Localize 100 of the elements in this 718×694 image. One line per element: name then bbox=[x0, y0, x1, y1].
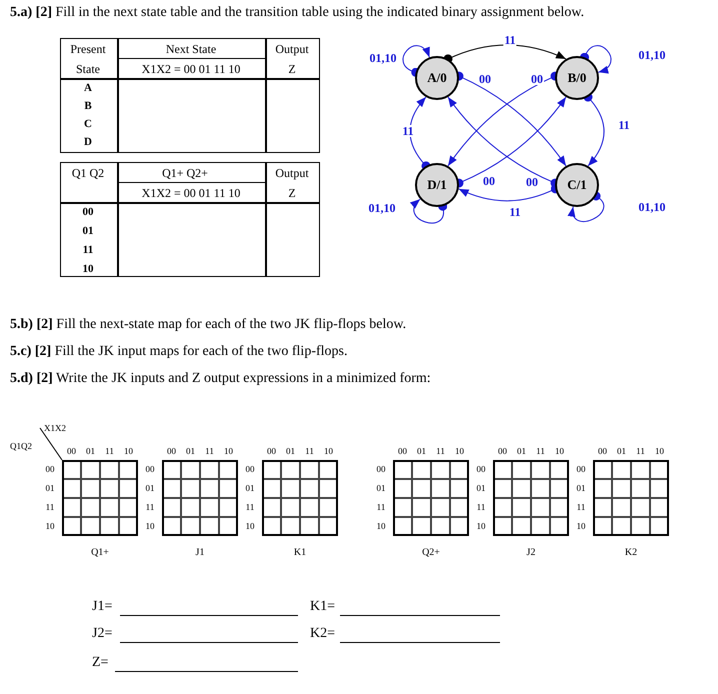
label-text: 10 bbox=[246, 522, 254, 531]
label-text: Q1Q2 bbox=[10, 442, 32, 451]
label-text: K2 bbox=[624, 548, 638, 558]
label-text: 00 bbox=[67, 447, 76, 456]
label-text: 00 bbox=[398, 447, 407, 456]
label-text: 00 bbox=[46, 465, 54, 474]
label-text: 11 bbox=[82, 245, 94, 256]
label-text: 10 bbox=[224, 447, 233, 456]
state-circle: B/0 bbox=[555, 56, 599, 100]
label-text: A bbox=[84, 83, 92, 94]
label-text: K1= bbox=[310, 600, 336, 614]
label-text: 00 bbox=[598, 447, 607, 456]
state-circle: A/0 bbox=[415, 56, 459, 100]
state-circle: D/1 bbox=[415, 163, 459, 207]
label-text: X1X2 bbox=[44, 424, 66, 433]
label-text: J1 bbox=[196, 548, 204, 558]
edge-label: 00 bbox=[478, 73, 492, 85]
label-text: D bbox=[84, 137, 92, 148]
label-text: 11 bbox=[105, 447, 114, 456]
transition-arrow bbox=[584, 92, 604, 166]
transition-arrow bbox=[580, 45, 612, 73]
label-text: 10 bbox=[476, 522, 486, 531]
label-text: 01 bbox=[82, 226, 94, 237]
label-text: 01 bbox=[376, 484, 386, 493]
edge-label: 00 bbox=[482, 175, 496, 187]
label-text: 11 bbox=[376, 503, 386, 512]
transition-arrow bbox=[410, 198, 448, 224]
label-text: 01 bbox=[286, 447, 295, 456]
label-text: State bbox=[76, 63, 100, 75]
label-text: 11 bbox=[46, 503, 54, 512]
label-text: 01 bbox=[186, 447, 195, 456]
edge-label: 11 bbox=[617, 119, 631, 131]
label-text: Q1+ Q2+ bbox=[162, 167, 208, 179]
label-text: 01 bbox=[517, 447, 526, 456]
label-text: Present bbox=[70, 43, 106, 55]
label-text: 10 bbox=[576, 522, 586, 531]
label-text: 01 bbox=[246, 484, 254, 493]
label-text: 5.d) [2] Write the JK inputs and Z output expressions in a minimized form: bbox=[10, 372, 431, 386]
label-text: 01 bbox=[576, 484, 586, 493]
label-text: 01 bbox=[417, 447, 426, 456]
label-text: 11 bbox=[205, 447, 214, 456]
label-text: 5.b) [2] Fill the next-state map for each of the two JK flip-flops below. bbox=[10, 318, 406, 332]
label-text: 00 bbox=[498, 447, 507, 456]
label-text: Next State bbox=[166, 43, 216, 55]
label-text: 5.c) [2] Fill the JK input maps for each of the two flip-flops. bbox=[10, 345, 348, 359]
label-text: K1 bbox=[294, 548, 306, 558]
transition-arrow bbox=[568, 192, 604, 222]
label-text: Q2+ bbox=[422, 548, 440, 558]
label-text: Q1 Q2 bbox=[72, 167, 104, 179]
label-text: 01 bbox=[617, 447, 626, 456]
label-text: 10 bbox=[655, 447, 664, 456]
label-text: K2= bbox=[310, 627, 336, 641]
label-text: 5.a) [2] Fill in the next state table and the transition table using the indicated binary assignment below. bbox=[10, 6, 584, 20]
label-text: Z= bbox=[92, 656, 108, 670]
edge-label: 01,10 bbox=[638, 201, 666, 213]
label-text: 11 bbox=[146, 503, 154, 512]
label-text: 10 bbox=[324, 447, 333, 456]
label-text: Output bbox=[275, 43, 309, 55]
label-text: 01 bbox=[146, 484, 154, 493]
label-text: 10 bbox=[455, 447, 464, 456]
label-text: 00 bbox=[82, 207, 94, 218]
label-text: J2= bbox=[92, 627, 112, 641]
label-text: Q1+ bbox=[91, 548, 109, 558]
edge-label: 01,10 bbox=[368, 202, 396, 214]
label-text: 10 bbox=[146, 522, 154, 531]
label-text: 11 bbox=[305, 447, 314, 456]
label-text: 00 bbox=[576, 465, 586, 474]
label-text: 11 bbox=[436, 447, 445, 456]
label-text: 10 bbox=[82, 264, 94, 275]
label-text: Z bbox=[288, 187, 296, 199]
label-text: X1X2 = 00 01 11 10 bbox=[142, 187, 240, 199]
label-text: 11 bbox=[636, 447, 645, 456]
label-text: 00 bbox=[167, 447, 176, 456]
label-text: 00 bbox=[376, 465, 386, 474]
label-text: 01 bbox=[86, 447, 95, 456]
label-text: 00 bbox=[476, 465, 486, 474]
label-text: Output bbox=[275, 167, 309, 179]
label-text: 11 bbox=[576, 503, 586, 512]
label-text: J1= bbox=[92, 600, 112, 614]
label-text: 01 bbox=[46, 484, 54, 493]
label-text: 10 bbox=[376, 522, 386, 531]
label-text: 00 bbox=[267, 447, 276, 456]
edge-label: 11 bbox=[508, 206, 522, 218]
label-text: 00 bbox=[146, 465, 154, 474]
transition-arrow bbox=[402, 45, 430, 77]
state-circle: C/1 bbox=[555, 163, 599, 207]
edge-label: 01,10 bbox=[638, 49, 666, 61]
label-text: X1X2 = 00 01 11 10 bbox=[142, 63, 240, 75]
label-text: Z bbox=[288, 63, 296, 75]
edge-label: 00 bbox=[525, 176, 539, 188]
label-text: 11 bbox=[536, 447, 545, 456]
transition-arrow bbox=[444, 44, 566, 64]
edge-label: 11 bbox=[503, 34, 517, 46]
label-text: 11 bbox=[476, 503, 486, 512]
label-text: 01 bbox=[476, 484, 486, 493]
edge-label: 11 bbox=[401, 125, 415, 137]
label-text: J2 bbox=[526, 548, 536, 558]
label-text: B bbox=[84, 101, 92, 112]
label-text: 10 bbox=[124, 447, 133, 456]
edge-label: 00 bbox=[530, 73, 544, 85]
